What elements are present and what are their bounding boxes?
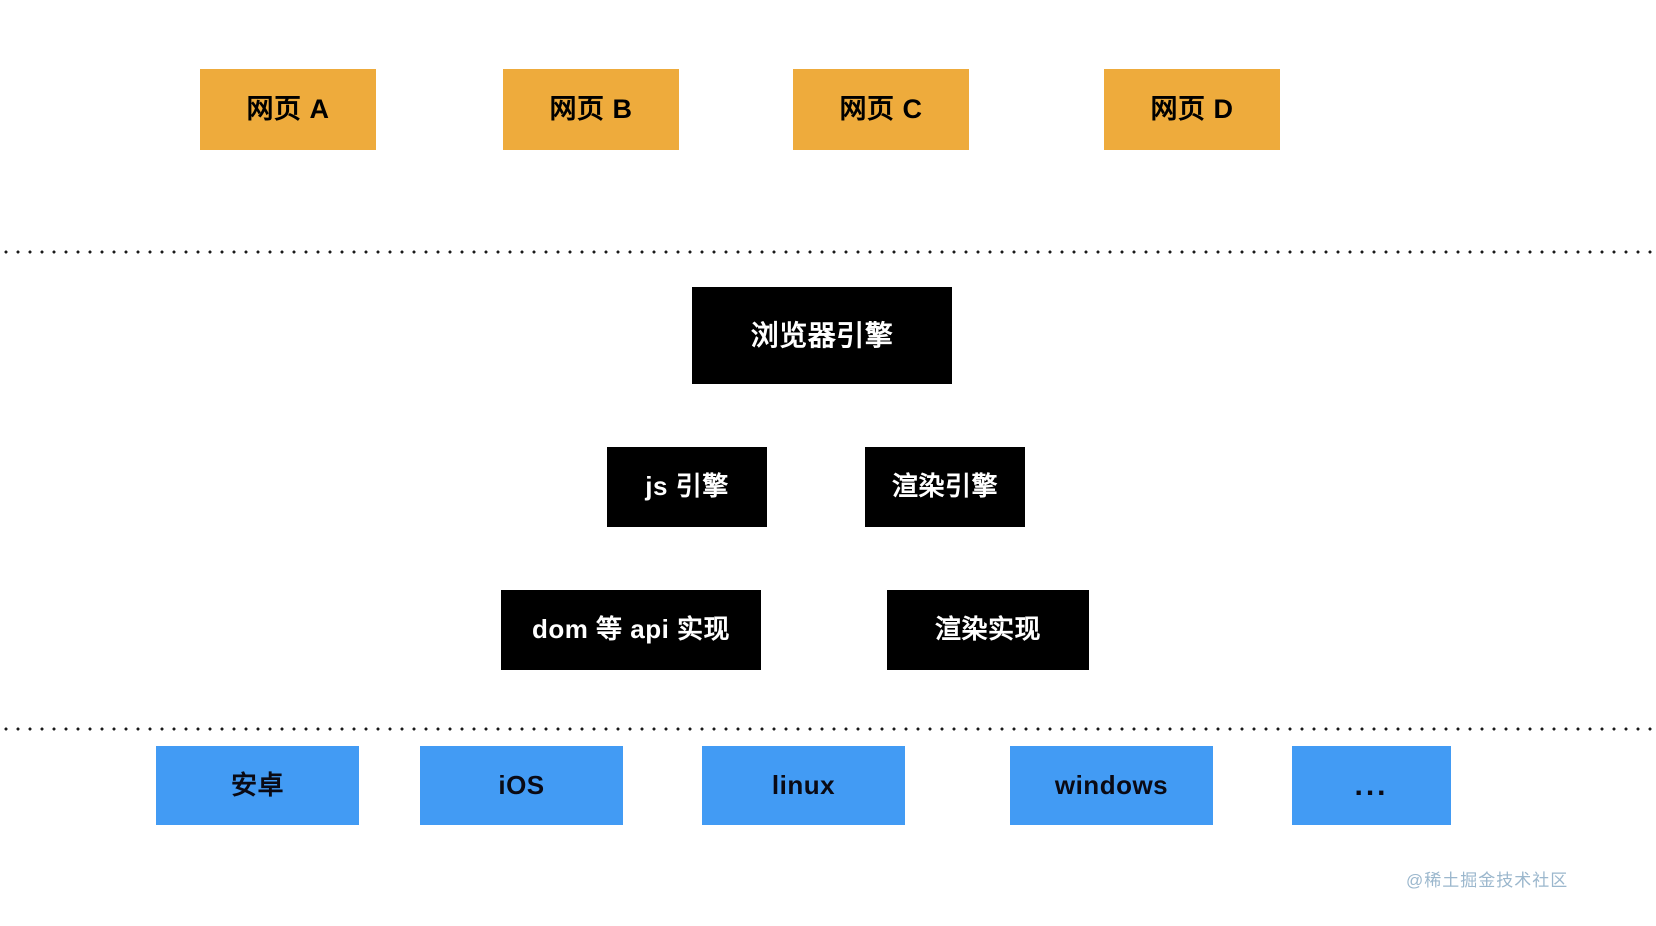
node-label: 渲染实现 (934, 614, 1041, 645)
node-label: 网页 D (1150, 94, 1234, 125)
node-render-impl[interactable]: 渲染实现 (887, 590, 1089, 670)
node-label: linux (771, 769, 836, 800)
node-label: 浏览器引擎 (750, 319, 894, 351)
node-os-more[interactable]: ... (1292, 746, 1451, 825)
node-label: ... (1354, 768, 1389, 802)
watermark: @稀土掘金技术社区 (1406, 871, 1569, 890)
node-label: 渲染引擎 (891, 471, 998, 502)
node-label: js 引擎 (645, 471, 729, 502)
node-label: 网页 C (839, 94, 923, 125)
node-web-page-d[interactable]: 网页 D (1104, 69, 1280, 150)
node-dom-api-impl[interactable]: dom 等 api 实现 (501, 590, 761, 670)
divider-web-engine (0, 250, 1656, 254)
node-web-page-a[interactable]: 网页 A (200, 69, 376, 150)
node-os-windows[interactable]: windows (1010, 746, 1213, 825)
node-os-ios[interactable]: iOS (420, 746, 623, 825)
node-label: dom 等 api 实现 (531, 614, 731, 645)
node-js-engine[interactable]: js 引擎 (607, 447, 767, 527)
node-os-android[interactable]: 安卓 (156, 746, 359, 825)
node-label: iOS (498, 769, 545, 800)
node-render-engine[interactable]: 渲染引擎 (865, 447, 1025, 527)
node-web-page-b[interactable]: 网页 B (503, 69, 679, 150)
divider-engine-os (0, 727, 1656, 731)
node-label: 网页 B (549, 94, 633, 125)
node-label: 安卓 (230, 769, 284, 800)
node-label: windows (1054, 769, 1169, 800)
node-os-linux[interactable]: linux (702, 746, 905, 825)
node-web-page-c[interactable]: 网页 C (793, 69, 969, 150)
node-browser-engine[interactable]: 浏览器引擎 (692, 287, 952, 384)
node-label: 网页 A (246, 94, 330, 125)
